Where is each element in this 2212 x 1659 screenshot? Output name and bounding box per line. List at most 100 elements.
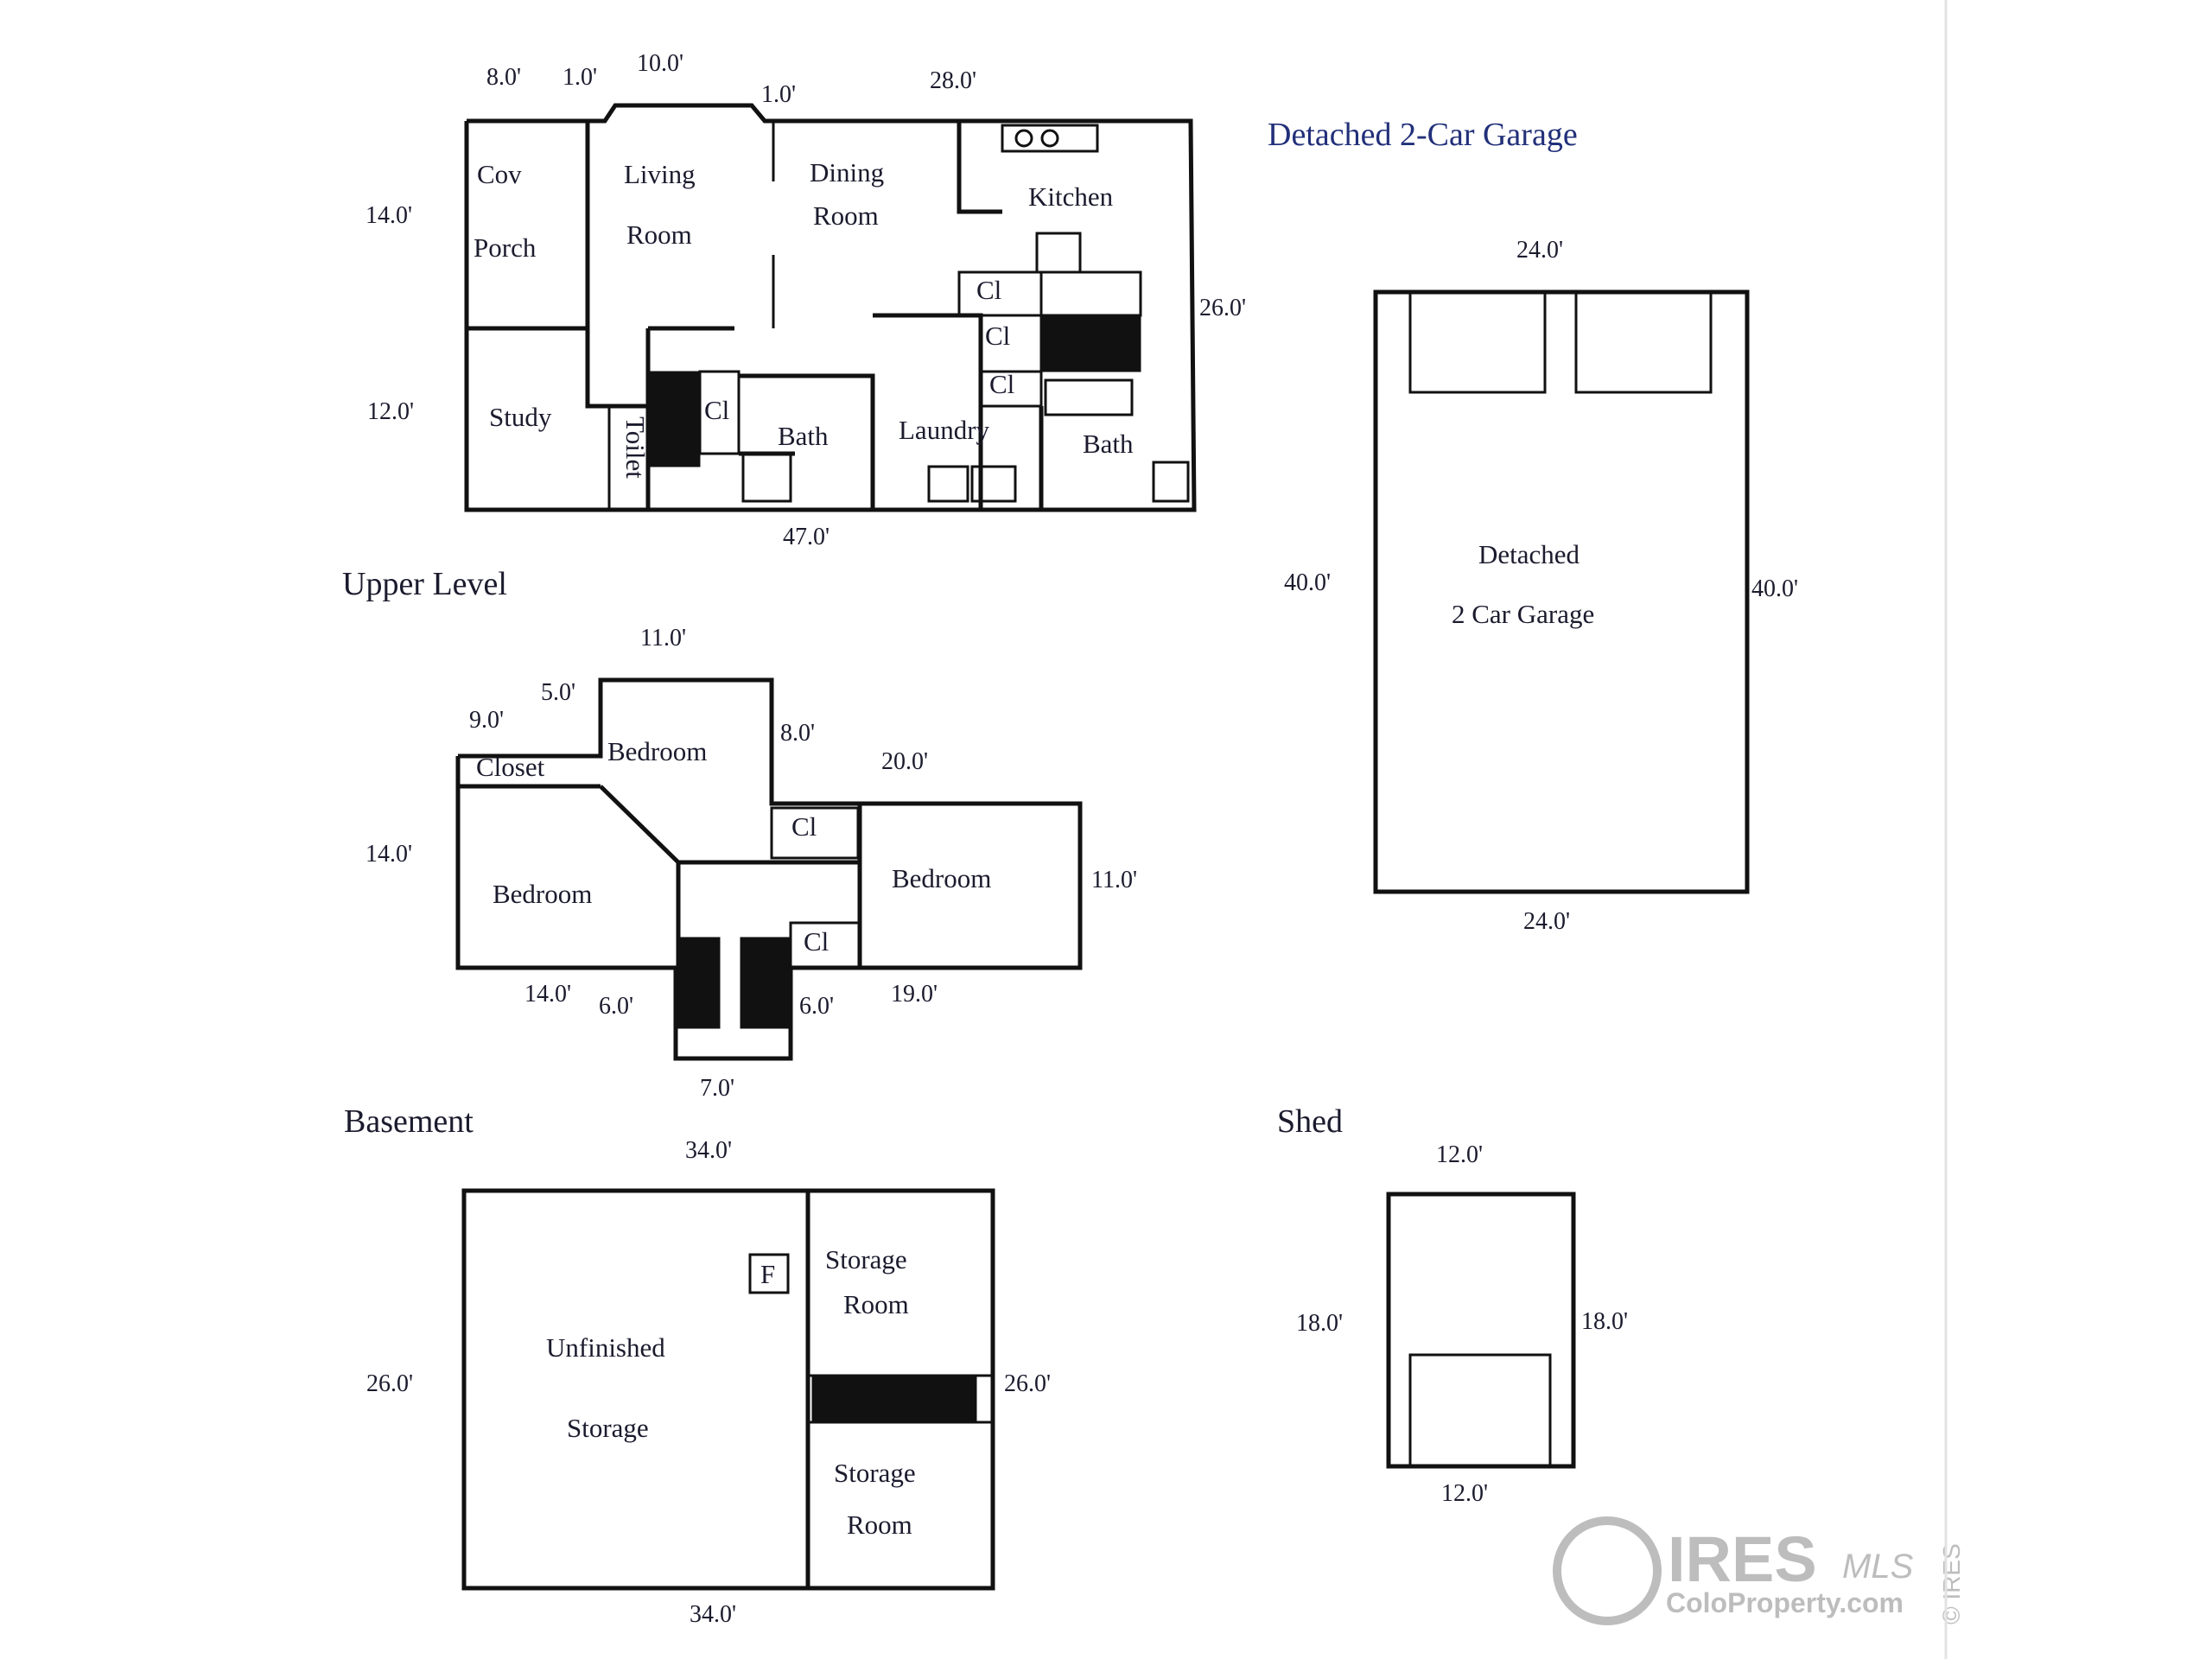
sink-bowl-2	[1040, 129, 1059, 148]
upper-stairs-right	[740, 937, 791, 1029]
upper-dim-bottom-left: 14.0'	[524, 981, 571, 1007]
main-level-plan	[464, 103, 1197, 512]
main-dim-top-living: 10.0'	[637, 50, 683, 77]
closet-a-label: Cl	[976, 275, 1001, 305]
fridge-area	[1039, 270, 1142, 317]
storage-room-bottom-label-1: Storage	[834, 1458, 916, 1488]
upper-dim-right-wing: 20.0'	[881, 748, 928, 775]
garage-dim-left: 40.0'	[1284, 569, 1331, 596]
upper-level-plan	[455, 677, 1083, 1061]
shed-exterior-wall	[1386, 1192, 1576, 1469]
ires-brand: IRES	[1668, 1523, 1817, 1595]
shed-door	[1408, 1353, 1552, 1468]
sink-bowl-1	[1014, 129, 1033, 148]
garage-label-1: Detached	[1478, 539, 1580, 569]
upper-dim-stair-right: 6.0'	[799, 993, 834, 1020]
basement-dim-right: 26.0'	[1004, 1370, 1051, 1397]
toilet-closet	[607, 404, 650, 512]
main-dim-top-right: 28.0'	[930, 67, 976, 94]
porch-wall	[467, 121, 590, 331]
upper-closet-a-label: Cl	[791, 811, 817, 842]
main-dim-left-lower: 12.0'	[367, 398, 414, 425]
main-dim-top-step2: 1.0'	[761, 81, 796, 108]
main-stairs-left	[647, 371, 701, 467]
storage-room-bottom-label-2: Room	[847, 1510, 912, 1540]
bedroom-top-wall	[599, 785, 860, 865]
basement-plan	[461, 1188, 995, 1591]
basement-dim-bottom: 34.0'	[690, 1601, 736, 1628]
upper-dim-left: 14.0'	[365, 841, 412, 868]
upper-dim-right: 11.0'	[1091, 867, 1137, 893]
shed-dim-right: 18.0'	[1581, 1308, 1628, 1335]
dining-room-label-1: Dining	[810, 157, 884, 188]
upper-closet-a	[770, 806, 860, 860]
basement-stairs	[811, 1375, 977, 1423]
closet-c-label: Cl	[989, 369, 1014, 399]
cov-porch-label-2: Porch	[474, 232, 537, 263]
ires-mls: MLS	[1842, 1548, 1914, 1586]
furnace-box	[748, 1253, 790, 1294]
bedroom-right-label: Bedroom	[892, 863, 991, 893]
upper-stairs-left	[677, 937, 721, 1029]
main-stairs-right	[1040, 315, 1141, 372]
bedroom-top-label: Bedroom	[607, 736, 707, 766]
main-dim-right: 26.0'	[1199, 295, 1246, 321]
ires-site: ColoProperty.com	[1666, 1587, 1904, 1618]
shed-dim-top: 12.0'	[1436, 1141, 1483, 1168]
garage-title: Detached 2-Car Garage	[1268, 117, 1578, 153]
main-dim-left-upper: 14.0'	[365, 202, 412, 229]
cov-porch-label-1: Cov	[477, 159, 522, 189]
upper-dim-stair-left: 6.0'	[599, 993, 633, 1020]
garage-plan	[1373, 289, 1750, 894]
main-dim-bottom: 47.0'	[783, 524, 830, 550]
ires-watermark: IRES MLS ColoProperty.com © IRES	[1553, 1516, 1965, 1625]
upper-dim-closet: 9.0'	[469, 707, 504, 734]
bath-1-label: Bath	[778, 421, 829, 451]
upper-dim-bed-top-right: 8.0'	[780, 720, 815, 747]
upper-dim-top: 11.0'	[640, 625, 686, 652]
garage-dim-top: 24.0'	[1516, 237, 1563, 264]
living-room-label-2: Room	[626, 219, 692, 250]
furnace-label: F	[760, 1259, 775, 1289]
bedroom-left-label: Bedroom	[493, 879, 592, 909]
shed-plan	[1386, 1192, 1576, 1469]
upper-dim-step: 5.0'	[541, 679, 575, 706]
sink	[1001, 124, 1099, 153]
study-label: Study	[489, 402, 552, 432]
ires-logo-icon	[1553, 1516, 1662, 1625]
washer	[927, 465, 969, 503]
upper-closet-label: Closet	[476, 752, 545, 782]
garage-dim-right: 40.0'	[1751, 575, 1798, 602]
garage-dim-bottom: 24.0'	[1523, 908, 1570, 935]
bath-1-sink	[741, 452, 792, 503]
upper-level-title: Upper Level	[342, 566, 507, 602]
study-wall	[467, 326, 648, 409]
basement-dim-left: 26.0'	[366, 1370, 413, 1397]
garage-door-left	[1408, 290, 1547, 394]
closet-left	[698, 370, 741, 455]
upper-closet-b-label: Cl	[804, 926, 829, 957]
kitchen-label: Kitchen	[1028, 181, 1114, 212]
garage-label-2: 2 Car Garage	[1452, 599, 1594, 629]
bath-1-wall	[739, 373, 875, 510]
basement-title: Basement	[344, 1103, 474, 1140]
garage-door-right	[1574, 290, 1713, 394]
main-exterior-wall	[464, 103, 1197, 512]
kitchen-wall	[957, 121, 1002, 214]
dryer	[970, 465, 1017, 503]
main-dim-top-porch: 8.0'	[486, 64, 521, 91]
bath-2-sink	[1152, 461, 1190, 503]
garage-exterior-wall	[1373, 289, 1750, 894]
storage-room-top-label-2: Room	[843, 1289, 909, 1319]
laundry-label: Laundry	[899, 415, 990, 445]
basement-dim-top: 34.0'	[685, 1137, 732, 1164]
closet-d-label: Cl	[704, 395, 729, 425]
shed-dim-left: 18.0'	[1296, 1310, 1343, 1337]
dining-room-label-2: Room	[813, 200, 879, 231]
storage-room-top-label-1: Storage	[825, 1244, 907, 1274]
tub	[1044, 378, 1134, 416]
shed-title: Shed	[1277, 1103, 1343, 1140]
upper-exterior-wall	[455, 677, 1083, 1061]
